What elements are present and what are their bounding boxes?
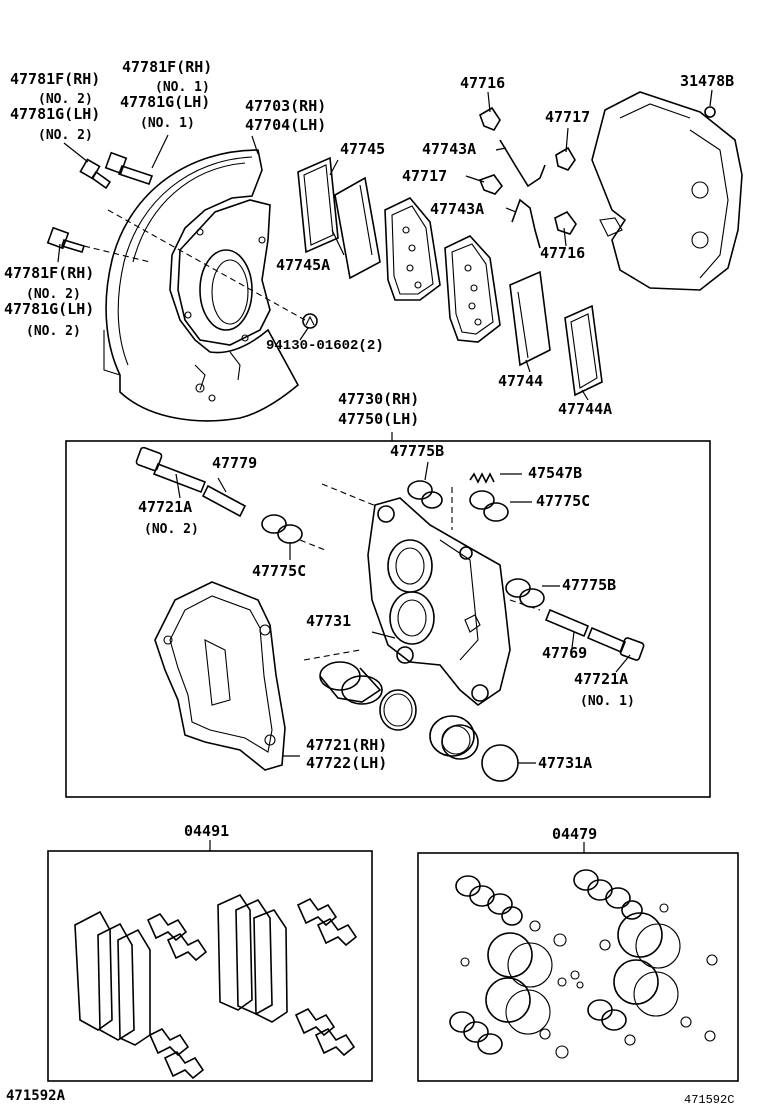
- label-47775B-b: 47775B: [562, 576, 617, 594]
- caliper-body: [367, 497, 511, 707]
- label-47704: 47704(LH): [245, 116, 327, 134]
- dust-shield: [103, 149, 300, 422]
- pad-kit-pads: [74, 893, 288, 1046]
- shim-47744: [509, 270, 551, 367]
- label-47731A: 47731A: [538, 754, 593, 772]
- seal-kit-boots: [449, 869, 643, 1055]
- spring-47743A-a: [499, 139, 546, 188]
- seal-kit-rings: [485, 912, 681, 1035]
- spring-47743A-b: [511, 198, 541, 249]
- label-47775C-b: 47775C: [536, 492, 591, 510]
- seal-kit-frame: [417, 852, 739, 1082]
- piston-seal: [379, 689, 417, 731]
- piston-boot: [429, 715, 479, 760]
- label-47745: 47745: [340, 140, 386, 158]
- label-no2-b: (NO. 2): [38, 128, 93, 143]
- label-47744A: 47744A: [558, 400, 613, 418]
- leader-lines: [57, 89, 713, 853]
- label-47750: 47750(LH): [338, 410, 420, 428]
- pin-47779: [201, 484, 247, 518]
- label-no1-b: (NO. 1): [140, 116, 195, 131]
- pad-kit-clips: [146, 897, 358, 1080]
- spring-47547B: [469, 472, 495, 484]
- ring-47731A: [481, 744, 519, 782]
- label-47744: 47744: [498, 372, 544, 390]
- label-47745A: 47745A: [276, 256, 331, 274]
- label-94130: 94130-01602(2): [266, 338, 384, 354]
- boot-47775C-a: [261, 514, 303, 544]
- label-47717-a: 47717: [545, 108, 591, 126]
- label-47730: 47730(RH): [338, 390, 420, 408]
- caliper-top: [591, 91, 743, 291]
- label-04479: 04479: [552, 825, 598, 843]
- boot-47775B-b: [505, 578, 545, 608]
- piston-47731: [319, 661, 383, 705]
- label-47779: 47779: [212, 454, 258, 472]
- bolt-47781-no2-lower: [46, 226, 86, 253]
- cap-31478B: [704, 106, 716, 118]
- seal-kit-small-parts: [460, 903, 718, 1059]
- label-47721A-b: 47721A: [574, 670, 629, 688]
- label-47781F-rh-top: 47781F(RH): [122, 58, 213, 76]
- label-47781G-lh-a: 47781G(LH): [10, 105, 101, 123]
- label-47775B-top: 47775B: [390, 442, 445, 460]
- pin-47769: [544, 608, 590, 638]
- label-47547B: 47547B: [528, 464, 583, 482]
- label-47781G-lh-b: 47781G(LH): [4, 300, 95, 318]
- boot-47775B-top: [407, 480, 443, 509]
- label-47731: 47731: [306, 612, 352, 630]
- pad-inner-top: [384, 197, 441, 301]
- label-47722: 47722(LH): [306, 754, 388, 772]
- label-47703: 47703(RH): [245, 97, 327, 115]
- screw-94130: [302, 313, 318, 329]
- label-no1-a: (NO. 1): [155, 80, 210, 95]
- bolt-47781-no1: [104, 151, 154, 186]
- label-no2-d: (NO. 2): [26, 324, 81, 339]
- label-no2-e: (NO. 2): [144, 522, 199, 537]
- caliper-assembly-frame: [65, 440, 711, 798]
- label-47717-b: 47717: [402, 167, 448, 185]
- label-47781F-rh-b: 47781F(RH): [4, 264, 95, 282]
- label-47743A-a: 47743A: [422, 140, 477, 158]
- label-no2-a: (NO. 2): [38, 92, 93, 107]
- label-47743A-b: 47743A: [430, 200, 485, 218]
- shim-47745: [334, 176, 381, 280]
- bolt-47721A-no2: [135, 446, 207, 494]
- bolt-47781-no2-top: [79, 158, 112, 190]
- caliper-bracket: [154, 581, 286, 771]
- bolt-47721A-no1: [586, 626, 645, 661]
- boot-47775C-b: [469, 490, 509, 522]
- shim-47744A: [564, 304, 603, 397]
- label-ref-left: 471592A: [6, 1088, 66, 1104]
- label-04491: 04491: [184, 822, 230, 840]
- label-47721: 47721(RH): [306, 736, 388, 754]
- label-47775C-a: 47775C: [252, 562, 307, 580]
- pad-outer-top: [444, 235, 501, 343]
- label-no1-c: (NO. 1): [580, 694, 635, 709]
- label-47769: 47769: [542, 644, 588, 662]
- label-47721A-a: 47721A: [138, 498, 193, 516]
- clip-47717-b: [478, 174, 504, 195]
- label-47716-top: 47716: [460, 74, 506, 92]
- label-no2-c: (NO. 2): [26, 287, 81, 302]
- label-ref-right: 471592C: [684, 1093, 735, 1107]
- label-31478B: 31478B: [680, 72, 735, 90]
- clip-47716-b: [554, 210, 577, 235]
- label-47781F-rh-a: 47781F(RH): [10, 70, 101, 88]
- label-47716-b: 47716: [540, 244, 586, 262]
- label-47781G-lh-top: 47781G(LH): [120, 93, 211, 111]
- pad-kit-frame: [47, 850, 373, 1082]
- shim-47745A: [297, 156, 339, 254]
